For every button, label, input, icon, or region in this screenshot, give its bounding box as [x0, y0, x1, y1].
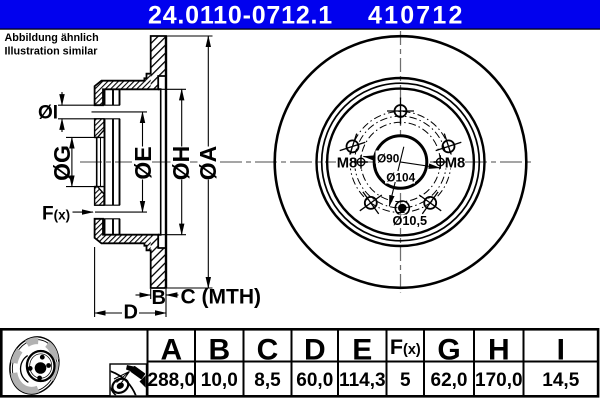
svg-text:ØI: ØI — [38, 103, 58, 124]
svg-text:ØA: ØA — [195, 146, 221, 181]
svg-text:24.0110-0712.1: 24.0110-0712.1 — [148, 1, 333, 29]
svg-text:M8: M8 — [445, 155, 466, 171]
svg-text:C (MTH): C (MTH) — [181, 286, 261, 309]
svg-text:ØG: ØG — [49, 145, 75, 181]
svg-text:H: H — [488, 334, 510, 367]
svg-text:10,0: 10,0 — [201, 370, 238, 391]
svg-text:C: C — [257, 334, 279, 367]
svg-text:M8: M8 — [337, 155, 358, 171]
svg-text:B: B — [152, 287, 166, 309]
svg-text:170,0: 170,0 — [475, 370, 523, 391]
svg-text:Abbildung ähnlich: Abbildung ähnlich — [5, 32, 99, 44]
svg-text:A: A — [160, 334, 182, 367]
svg-text:8,5: 8,5 — [254, 370, 281, 391]
svg-text:Ø104: Ø104 — [386, 170, 415, 184]
svg-text:62,0: 62,0 — [431, 370, 468, 391]
svg-text:F(x): F(x) — [42, 203, 70, 224]
svg-text:Ø10,5: Ø10,5 — [393, 214, 428, 228]
svg-text:G: G — [437, 334, 460, 367]
svg-text:14,5: 14,5 — [542, 370, 579, 391]
svg-text:Ø90: Ø90 — [377, 152, 400, 166]
svg-text:F(x): F(x) — [390, 335, 421, 359]
svg-text:Illustration similar: Illustration similar — [5, 45, 99, 57]
svg-text:I: I — [557, 334, 565, 367]
svg-text:288,0: 288,0 — [148, 370, 196, 391]
svg-text:410712: 410712 — [368, 1, 465, 29]
svg-text:D: D — [304, 334, 326, 367]
svg-text:E: E — [352, 334, 372, 367]
svg-text:114,3: 114,3 — [339, 370, 386, 391]
svg-text:ØE: ØE — [130, 146, 156, 179]
svg-text:ØH: ØH — [168, 146, 194, 181]
svg-text:5: 5 — [400, 370, 411, 391]
svg-text:60,0: 60,0 — [296, 370, 333, 391]
svg-text:B: B — [208, 334, 230, 367]
svg-text:D: D — [124, 302, 138, 324]
